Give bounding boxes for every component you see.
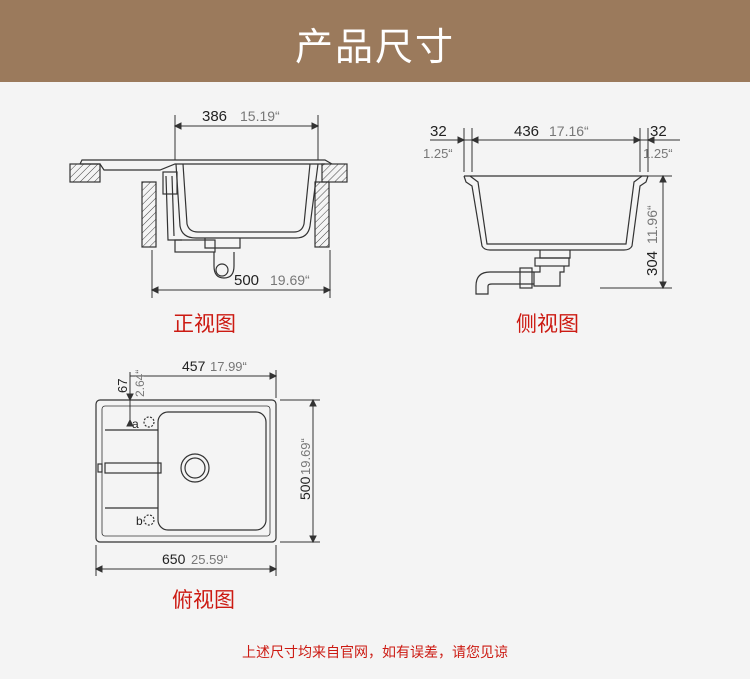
disclaimer-note: 上述尺寸均来自官网，如有误差，请您见谅 xyxy=(242,645,508,661)
front-view-caption: 正视图 xyxy=(173,312,236,336)
overflow-outlet xyxy=(162,171,178,195)
countertop-left xyxy=(69,163,101,183)
side-view-caption: 侧视图 xyxy=(516,312,579,336)
top-offset-mm: 67 xyxy=(115,379,130,393)
front-depth-in: 19.69“ xyxy=(270,272,310,288)
top-total-width-dimension xyxy=(94,545,278,576)
top-view-caption: 俯视图 xyxy=(172,588,235,612)
drain-trap-pipe xyxy=(174,239,216,253)
side-drain-nut xyxy=(534,257,570,267)
top-total-width-in: 25.59“ xyxy=(191,552,228,567)
side-bowl-inner xyxy=(469,175,643,245)
page-title: 产品尺寸 xyxy=(294,24,455,69)
side-view-drawing xyxy=(463,175,649,295)
side-rim-right-mm: 32 xyxy=(650,123,667,140)
top-depth-dimension xyxy=(280,398,320,544)
bowl-outer xyxy=(175,163,319,239)
side-width-in: 17.16“ xyxy=(549,123,589,139)
front-view-drawing xyxy=(69,159,348,279)
tap-hole-a-icon xyxy=(143,416,155,428)
top-total-width-mm: 650 xyxy=(162,551,186,567)
drain-cap xyxy=(215,263,229,277)
bowl-inner xyxy=(182,163,311,233)
front-width-in: 15.19“ xyxy=(240,108,280,124)
front-width-mm: 386 xyxy=(202,108,227,125)
side-drain xyxy=(539,250,571,259)
top-depth-mm: 500 xyxy=(297,476,313,500)
top-drain-outer xyxy=(180,453,210,483)
side-bowl-outer xyxy=(463,175,649,251)
side-rim-left-in: 1.25“ xyxy=(423,146,453,161)
tap-hole-label-b: b xyxy=(136,514,143,528)
top-handle xyxy=(97,463,103,473)
top-offset-in: 2.64“ xyxy=(133,370,147,397)
side-height-mm: 304 xyxy=(644,251,661,276)
top-bowl-width-in: 17.99“ xyxy=(210,359,247,374)
drain-trap-u xyxy=(213,252,235,279)
tap-hole-b-icon xyxy=(143,514,155,526)
top-bowl-width-dimension xyxy=(124,370,278,427)
top-view-drawing xyxy=(95,399,277,543)
side-height-in: 11.96“ xyxy=(644,205,660,244)
cabinet-wall-left xyxy=(141,181,157,248)
side-pipe-coupling xyxy=(519,267,533,289)
side-trap xyxy=(533,266,565,287)
side-waste-pipe xyxy=(475,271,534,295)
front-width-dimension xyxy=(173,115,320,160)
side-width-dimension xyxy=(430,128,680,172)
top-drain-inner xyxy=(184,457,206,479)
countertop-right xyxy=(321,163,348,183)
top-depth-in: 19.69“ xyxy=(298,438,313,475)
front-depth-dimension xyxy=(150,250,332,298)
side-rim-left-mm: 32 xyxy=(430,123,447,140)
front-depth-mm: 500 xyxy=(234,272,259,289)
top-bowl xyxy=(157,411,267,531)
side-width-mm: 436 xyxy=(514,123,539,140)
side-height-dimension xyxy=(600,174,672,290)
drain-body xyxy=(204,238,241,249)
top-outer-rim xyxy=(95,399,277,543)
side-rim-right-in: 1.25“ xyxy=(643,146,673,161)
drainer-top-line xyxy=(80,163,325,171)
cabinet-wall-right xyxy=(314,181,330,248)
top-drainer-groove xyxy=(104,462,162,474)
top-bowl-width-mm: 457 xyxy=(182,358,206,374)
tap-hole-label-a: a xyxy=(132,417,139,431)
header-banner: 产品尺寸 xyxy=(0,0,750,82)
